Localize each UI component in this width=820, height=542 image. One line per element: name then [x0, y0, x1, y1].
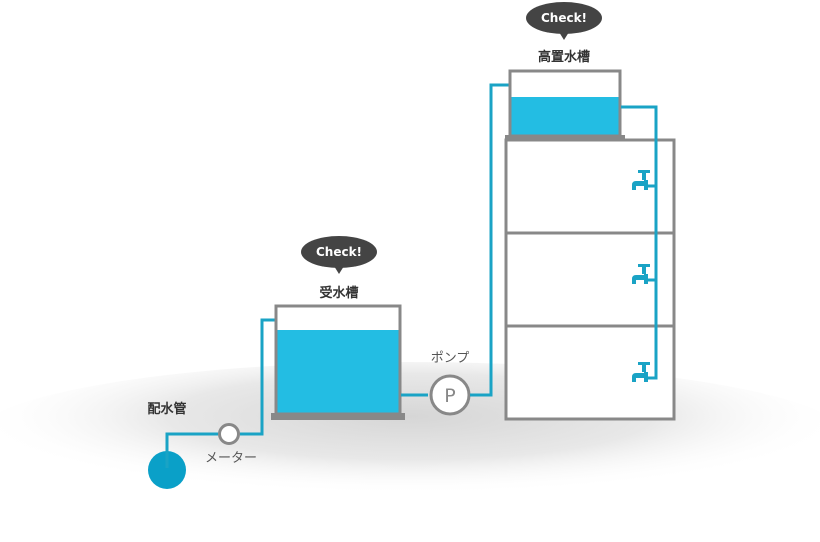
- pump-to-elevated-pipe: [470, 83, 510, 397]
- meter-to-tank-pipe: [240, 318, 277, 436]
- check-bubble-elevated-text: Check!: [541, 11, 587, 25]
- distribution-pipe: [621, 105, 658, 380]
- meter-icon: [218, 423, 240, 445]
- meter-label: メーター: [205, 451, 257, 466]
- check-bubble-receiving-text: Check!: [316, 245, 362, 259]
- pump-icon: [429, 374, 471, 416]
- faucet-icon: [632, 170, 650, 190]
- faucet-icon: [632, 264, 650, 284]
- supply-pipe: [165, 432, 218, 468]
- receiving-tank: [271, 304, 405, 420]
- main-pipe-icon: [148, 451, 186, 489]
- check-bubble-receiving: [301, 236, 377, 274]
- elevated-tank: [505, 69, 625, 141]
- pump-label: ポンプ: [431, 351, 470, 366]
- check-bubble-elevated: [526, 2, 602, 40]
- elevated-tank-label: 高置水槽: [538, 49, 590, 65]
- main-pipe-label: 配水管: [147, 401, 186, 417]
- ground-shadow: [0, 362, 820, 518]
- pump-symbol: P: [444, 385, 455, 407]
- faucet-icon: [632, 362, 650, 382]
- receiving-tank-label: 受水槽: [319, 285, 358, 301]
